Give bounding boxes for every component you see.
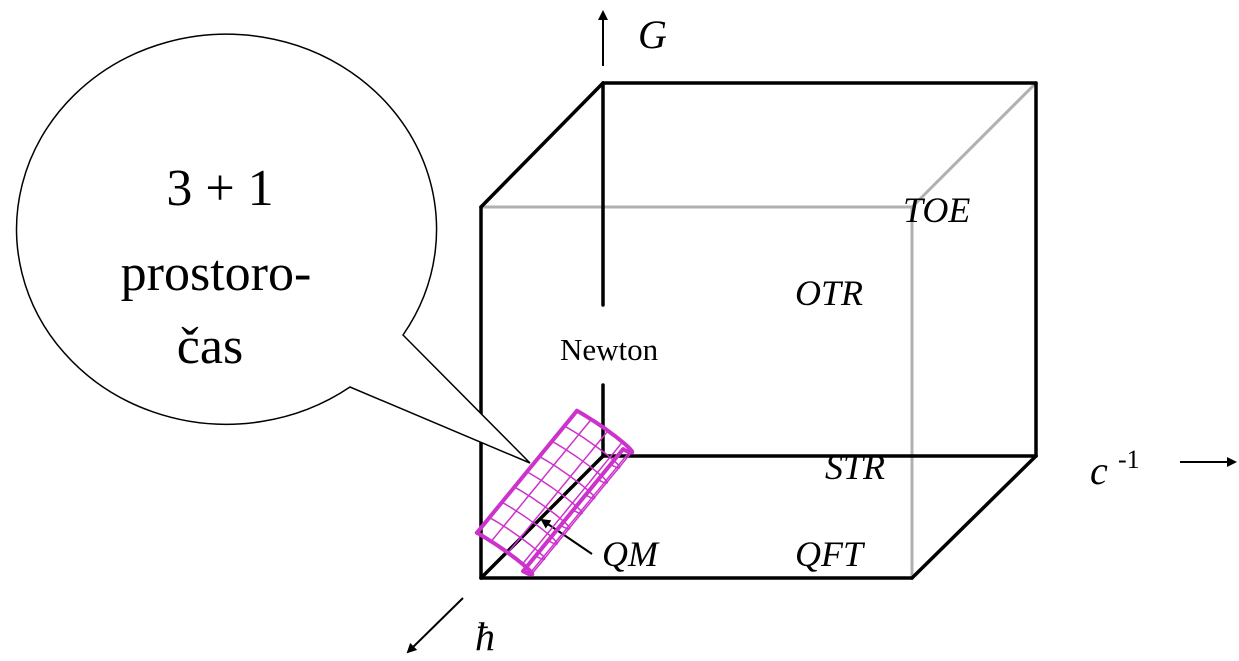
- patch-front-arc: [474, 530, 535, 577]
- speech-bubble-outline: [15, 33, 531, 464]
- hbar-axis-label: ħ: [475, 614, 495, 659]
- hbar-axis-arrow: [406, 597, 464, 654]
- toe-label: TOE: [903, 190, 970, 230]
- newton-label: Newton: [560, 332, 659, 367]
- axis-arrows: [406, 10, 1237, 654]
- patch-arc-line: [563, 425, 621, 469]
- c-axis-label: c: [1090, 448, 1108, 493]
- qm-pointer-arrow: [540, 518, 593, 555]
- bubble-line-1: 3 + 1: [166, 160, 273, 217]
- patch-left-edge: [474, 408, 579, 535]
- qft-label: QFT: [795, 534, 866, 574]
- visible-edges: [479, 81, 1038, 580]
- patch-arc-line: [538, 455, 596, 500]
- patch-back-arc: [574, 408, 635, 455]
- spacetime-patch-grid: [488, 418, 633, 576]
- patch-arc-line: [551, 440, 609, 484]
- edge-top-left: [479, 81, 605, 209]
- spacetime-patch: [474, 408, 635, 577]
- g-axis-label: G: [638, 12, 667, 57]
- otr-label: OTR: [795, 273, 863, 313]
- patch-arc-line: [513, 486, 571, 530]
- bubble-line-3: čas: [177, 318, 243, 375]
- patch-arc-line: [488, 516, 546, 561]
- edge-bottom-left: [479, 454, 605, 580]
- edge-bottom-right: [910, 454, 1038, 580]
- bubble-line-2: prostoro-: [121, 245, 312, 302]
- str-label: STR: [825, 447, 885, 487]
- speech-bubble: 3 + 1 prostoro- čas: [15, 33, 531, 464]
- hidden-edge-top-right: [910, 81, 1038, 209]
- patch-right-edge: [521, 447, 626, 574]
- hidden-edges: [481, 81, 1038, 578]
- patch-arc-line: [501, 501, 559, 545]
- patch-arc-line: [526, 471, 584, 515]
- spacetime-patch-frame: [474, 408, 635, 577]
- c-axis-exponent: -1: [1118, 445, 1140, 474]
- qm-label: QM: [602, 534, 660, 574]
